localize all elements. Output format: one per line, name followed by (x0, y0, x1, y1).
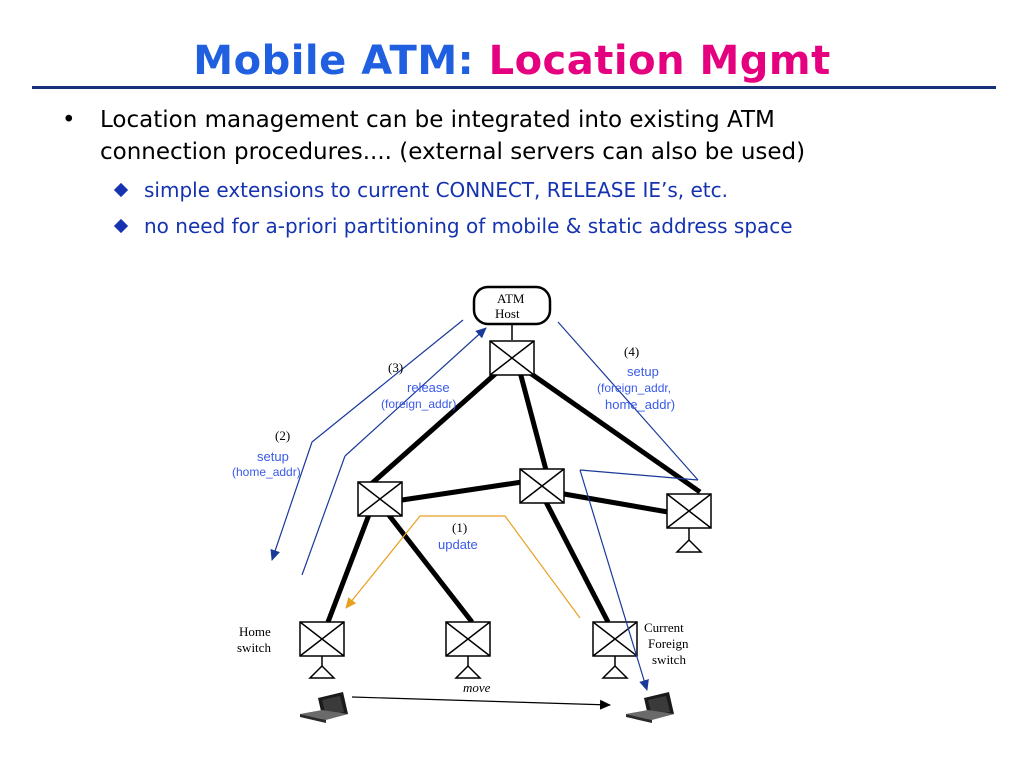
setup-foreign-arrow-back (579, 469, 699, 481)
main-bullet-line-2: connection procedures.... (external serv… (100, 139, 806, 165)
home-switch-label-line1: Home (239, 624, 271, 639)
foreign-switch-label-line1: Current (644, 620, 684, 635)
home-switch-icon (299, 621, 345, 679)
link-left-home (325, 511, 373, 623)
laptop-home-icon (300, 692, 348, 723)
move-arrow (351, 696, 611, 710)
step2-label: setup (257, 449, 289, 464)
title-part-2: Location Mgmt (488, 38, 831, 84)
switch-top-icon (489, 340, 535, 376)
update-arrow (345, 515, 581, 619)
foreign-switch-label-line3: switch (652, 652, 686, 667)
step3-label: release (407, 380, 450, 395)
setup-foreign-arrow (557, 321, 699, 481)
link-left-mid (386, 512, 474, 624)
main-bullet-text: Location management can be integrated in… (100, 104, 960, 168)
switch-right-icon (666, 493, 712, 553)
title-underline (32, 86, 996, 89)
link-left-center (401, 479, 523, 503)
switch-left-icon (357, 481, 403, 517)
step4-arg-line1: (foreign_addr, (597, 381, 671, 395)
network-links (325, 366, 702, 624)
foreign-switch-icon (592, 621, 638, 679)
main-bullet-line-1: Location management can be integrated in… (100, 107, 775, 133)
step4-label: setup (627, 364, 659, 379)
step4-arg-line2: home_addr) (605, 397, 675, 412)
step4-number: (4) (624, 344, 639, 359)
link-top-center (517, 371, 549, 471)
link-top-left (368, 366, 504, 487)
laptop-foreign-icon (626, 692, 674, 723)
slide-title: Mobile ATM: Location Mgmt (0, 38, 1024, 84)
step2-arg: (home_addr) (232, 465, 301, 479)
release-arrow (301, 455, 346, 576)
step3-arg: (foreign_addr) (381, 397, 456, 411)
step3-number: (3) (388, 360, 403, 375)
title-part-1: Mobile ATM: (193, 38, 475, 84)
sub-bullet-1-text: simple extensions to current CONNECT, RE… (144, 178, 728, 202)
atm-host-label-line2: Host (495, 306, 520, 321)
atm-host-label-line1: ATM (497, 291, 525, 306)
move-label: move (463, 680, 491, 695)
step1-label: update (438, 537, 478, 552)
link-top-right (528, 370, 702, 495)
sub-bullet-2-text: no need for a-priori partitioning of mob… (144, 214, 793, 238)
switch-mid-icon (445, 621, 491, 679)
link-center-foreign (543, 500, 611, 624)
home-switch-label-line2: switch (237, 640, 271, 655)
setup-home-arrow-tail (270, 441, 313, 561)
bullet-marker: • (62, 107, 76, 133)
step2-number: (2) (275, 428, 290, 443)
setup-home-arrow (311, 319, 464, 443)
foreign-switch-label-line2: Foreign (648, 636, 689, 651)
switch-center-icon (519, 468, 565, 504)
setup-foreign-arrow-down (579, 469, 649, 691)
link-center-right (563, 491, 669, 515)
step1-number: (1) (452, 520, 467, 535)
release-arrow-head (344, 327, 487, 457)
